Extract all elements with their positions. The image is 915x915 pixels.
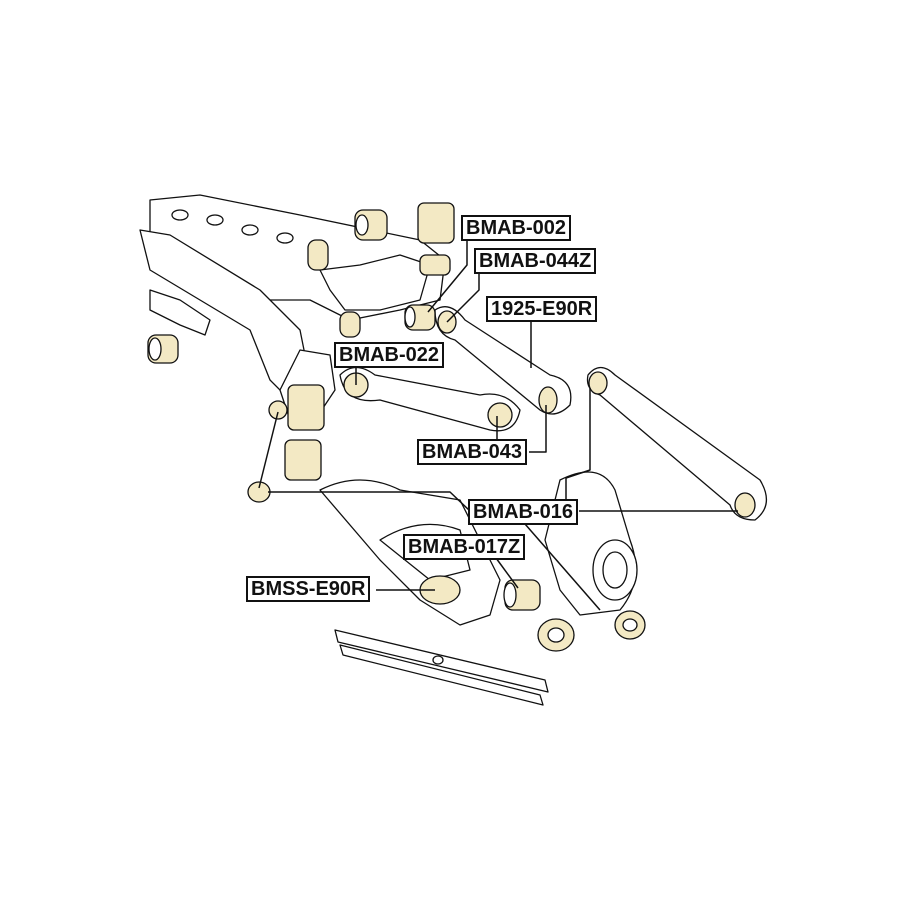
part-label-bmab-017z: BMAB-017Z <box>403 534 526 560</box>
part-label-bmab-016: BMAB-016 <box>468 499 579 525</box>
part-label-bmss-e90r: BMSS-E90R <box>246 576 371 602</box>
part-label-bmab-044z: BMAB-044Z <box>474 248 597 274</box>
part-label-bmab-022: BMAB-022 <box>334 342 445 368</box>
part-label-bmab-002: BMAB-002 <box>461 215 572 241</box>
wheel-carrier <box>544 471 638 616</box>
part-label-1925-e90r: 1925-E90R <box>486 296 598 322</box>
bushings <box>147 202 646 652</box>
part-label-bmab-043: BMAB-043 <box>417 439 528 465</box>
strut-brace <box>334 629 549 706</box>
leader-lines <box>258 240 738 611</box>
